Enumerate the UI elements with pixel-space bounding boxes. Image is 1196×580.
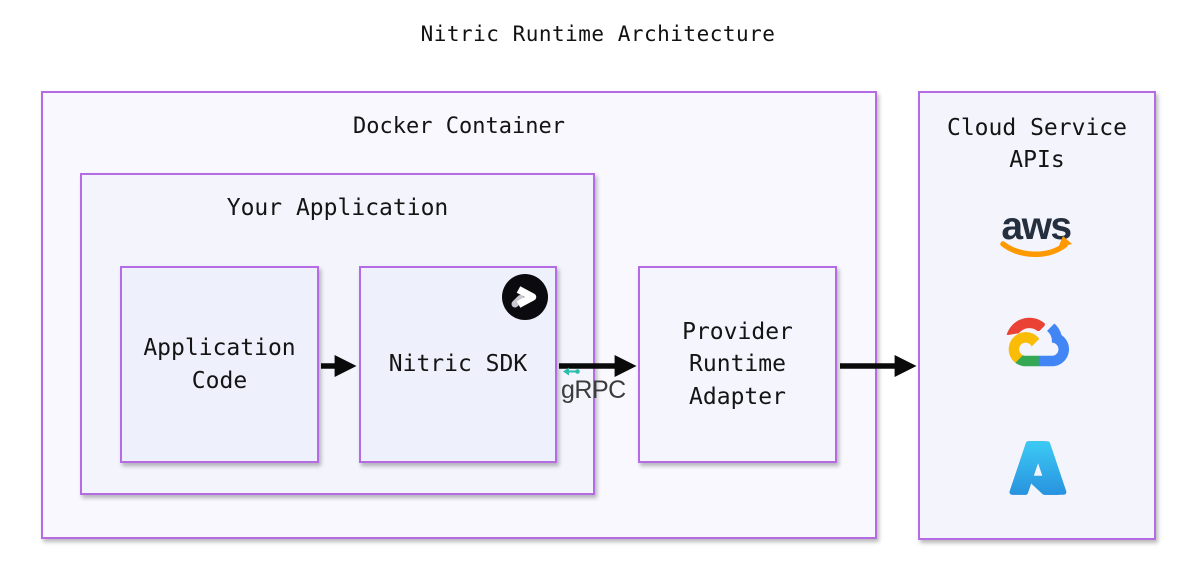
nitric-logo-icon xyxy=(502,274,548,320)
cloud-service-apis-label: Cloud Service APIs xyxy=(946,115,1127,174)
azure-logo-icon xyxy=(1009,441,1067,495)
cloud-service-apis-box: Cloud Service APIs aws xyxy=(918,91,1156,540)
your-application-label: Your Application xyxy=(226,195,449,221)
google-cloud-logo-icon xyxy=(1006,317,1070,367)
docker-container-box: Docker Container Your Application Applic… xyxy=(41,91,877,539)
grpc-wordmark: gRPC xyxy=(561,367,626,405)
docker-container-label: Docker Container xyxy=(353,114,565,139)
nitric-sdk-label: Nitric SDK xyxy=(388,351,528,378)
grpc-teal-arrow-icon xyxy=(563,367,580,376)
grpc-label: gRPC xyxy=(561,376,626,404)
provider-runtime-adapter-label: Provider Runtime Adapter xyxy=(682,319,793,410)
provider-runtime-adapter-box: Provider Runtime Adapter xyxy=(638,266,837,463)
your-application-box: Your Application Application Code Nitric… xyxy=(80,173,595,495)
application-code-box: Application Code xyxy=(120,266,319,463)
diagram-title: Nitric Runtime Architecture xyxy=(420,22,776,46)
application-code-label: Application Code xyxy=(143,335,296,394)
aws-logo-icon: aws xyxy=(1000,205,1073,257)
nitric-sdk-box: Nitric SDK xyxy=(359,266,557,463)
